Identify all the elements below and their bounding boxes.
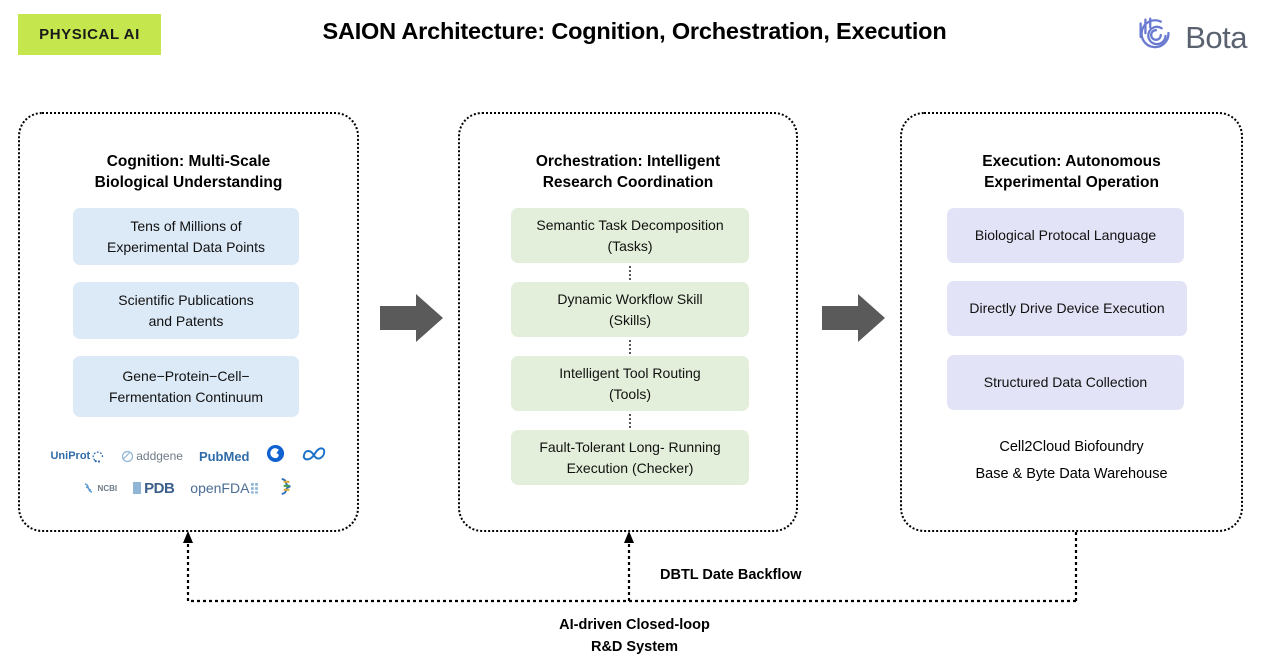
database-logo-row-2: NCBI PDB openFDA bbox=[82, 476, 296, 500]
card-line1: Intelligent Tool Routing bbox=[559, 364, 701, 381]
panel-orchestration-title-line2: Research Coordination bbox=[542, 174, 714, 191]
cognition-to-orchestration-arrow bbox=[380, 292, 444, 344]
execution-footnote-line2: Base & Byte Data Warehouse bbox=[975, 466, 1168, 482]
panel-cognition-title-line1: Cognition: Multi-Scale bbox=[106, 153, 271, 170]
card-line1: Dynamic Workflow Skill bbox=[557, 290, 703, 307]
connector-tools-to-checker bbox=[629, 414, 631, 428]
execution-footnote: Cell2Cloud Biofoundry Base & Byte Data W… bbox=[902, 434, 1241, 488]
card-line2: Fermentation Continuum bbox=[108, 388, 264, 405]
panel-cognition-title: Cognition: Multi-Scale Biological Unders… bbox=[20, 151, 357, 193]
physical-ai-badge: PHYSICAL AI bbox=[18, 14, 161, 55]
card-biological-protocol-language[interactable]: Biological Protocal Language bbox=[947, 208, 1184, 263]
ncbi-logo-icon: NCBI bbox=[82, 481, 117, 495]
circle-mark-logo-icon bbox=[266, 444, 285, 468]
card-line2: Execution (Checker) bbox=[566, 459, 694, 476]
card-intelligent-tool-routing[interactable]: Intelligent Tool Routing (Tools) bbox=[511, 356, 749, 411]
closed-loop-system-label: AI-driven Closed-loop R&D System bbox=[0, 614, 1269, 658]
panel-cognition-title-line2: Biological Understanding bbox=[94, 174, 283, 191]
card-line2: and Patents bbox=[148, 312, 224, 329]
card-line2: (Skills) bbox=[609, 311, 651, 328]
card-line2: (Tools) bbox=[608, 385, 651, 402]
card-line2: (Tasks) bbox=[607, 237, 653, 254]
card-line2: Experimental Data Points bbox=[107, 238, 265, 255]
openfda-logo-icon: openFDA bbox=[190, 480, 262, 496]
card-line1: Semantic Task Decomposition bbox=[536, 216, 724, 233]
uniprot-logo-icon: UniProt bbox=[50, 450, 105, 463]
bota-wordmark: Bota bbox=[1185, 19, 1247, 55]
panel-execution-title-line2: Experimental Operation bbox=[984, 174, 1159, 191]
pdb-logo-icon: PDB bbox=[133, 480, 175, 497]
database-logo-row-1: UniProt addgene PubMed bbox=[50, 444, 326, 468]
card-directly-drive-device-execution[interactable]: Directly Drive Device Execution bbox=[947, 281, 1187, 336]
panel-orchestration: Orchestration: Intelligent Research Coor… bbox=[458, 112, 798, 532]
pubmed-logo-icon: PubMed bbox=[198, 448, 250, 464]
orchestration-to-execution-arrow bbox=[822, 292, 886, 344]
database-logo-strip: UniProt addgene PubMed NCBI bbox=[20, 444, 357, 500]
panel-execution: Execution: Autonomous Experimental Opera… bbox=[900, 112, 1243, 532]
closed-loop-line1: AI-driven Closed-loop bbox=[559, 617, 710, 633]
panel-execution-title: Execution: Autonomous Experimental Opera… bbox=[902, 151, 1241, 193]
execution-footnote-line1: Cell2Cloud Biofoundry bbox=[999, 439, 1144, 455]
dbtl-backflow-label: DBTL Date Backflow bbox=[660, 567, 802, 583]
bota-spiral-icon bbox=[1132, 12, 1178, 63]
meta-infinity-logo-icon bbox=[301, 445, 327, 467]
panel-execution-title-line1: Execution: Autonomous bbox=[982, 153, 1161, 170]
card-scientific-publications[interactable]: Scientific Publications and Patents bbox=[73, 282, 299, 339]
panel-orchestration-title-line1: Orchestration: Intelligent bbox=[535, 153, 721, 170]
panel-orchestration-title: Orchestration: Intelligent Research Coor… bbox=[460, 151, 796, 193]
connector-tasks-to-skills bbox=[629, 266, 631, 280]
card-experimental-data-points[interactable]: Tens of Millions of Experimental Data Po… bbox=[73, 208, 299, 265]
addgene-logo-icon: addgene bbox=[121, 449, 183, 463]
card-line1: Structured Data Collection bbox=[983, 374, 1148, 390]
card-gene-protein-cell-continuum[interactable]: Gene−Protein−Cell− Fermentation Continuu… bbox=[73, 356, 299, 417]
panel-cognition: Cognition: Multi-Scale Biological Unders… bbox=[18, 112, 359, 532]
card-line1: Scientific Publications bbox=[118, 291, 254, 308]
page-title: SAION Architecture: Cognition, Orchestra… bbox=[322, 18, 947, 44]
bota-logo: Bota bbox=[1132, 12, 1247, 63]
card-dynamic-workflow-skill[interactable]: Dynamic Workflow Skill (Skills) bbox=[511, 282, 749, 337]
card-semantic-task-decomposition[interactable]: Semantic Task Decomposition (Tasks) bbox=[511, 208, 749, 263]
card-line1: Biological Protocal Language bbox=[974, 227, 1157, 243]
card-line1: Gene−Protein−Cell− bbox=[122, 367, 250, 384]
closed-loop-line2: R&D System bbox=[590, 639, 679, 655]
card-line1: Directly Drive Device Execution bbox=[969, 300, 1165, 316]
card-fault-tolerant-execution[interactable]: Fault-Tolerant Long- Running Execution (… bbox=[511, 430, 749, 485]
card-line1: Tens of Millions of bbox=[130, 217, 242, 234]
card-line1: Fault-Tolerant Long- Running bbox=[539, 438, 721, 455]
card-structured-data-collection[interactable]: Structured Data Collection bbox=[947, 355, 1184, 410]
helix-mark-logo-icon bbox=[278, 477, 295, 500]
connector-skills-to-tools bbox=[629, 340, 631, 354]
